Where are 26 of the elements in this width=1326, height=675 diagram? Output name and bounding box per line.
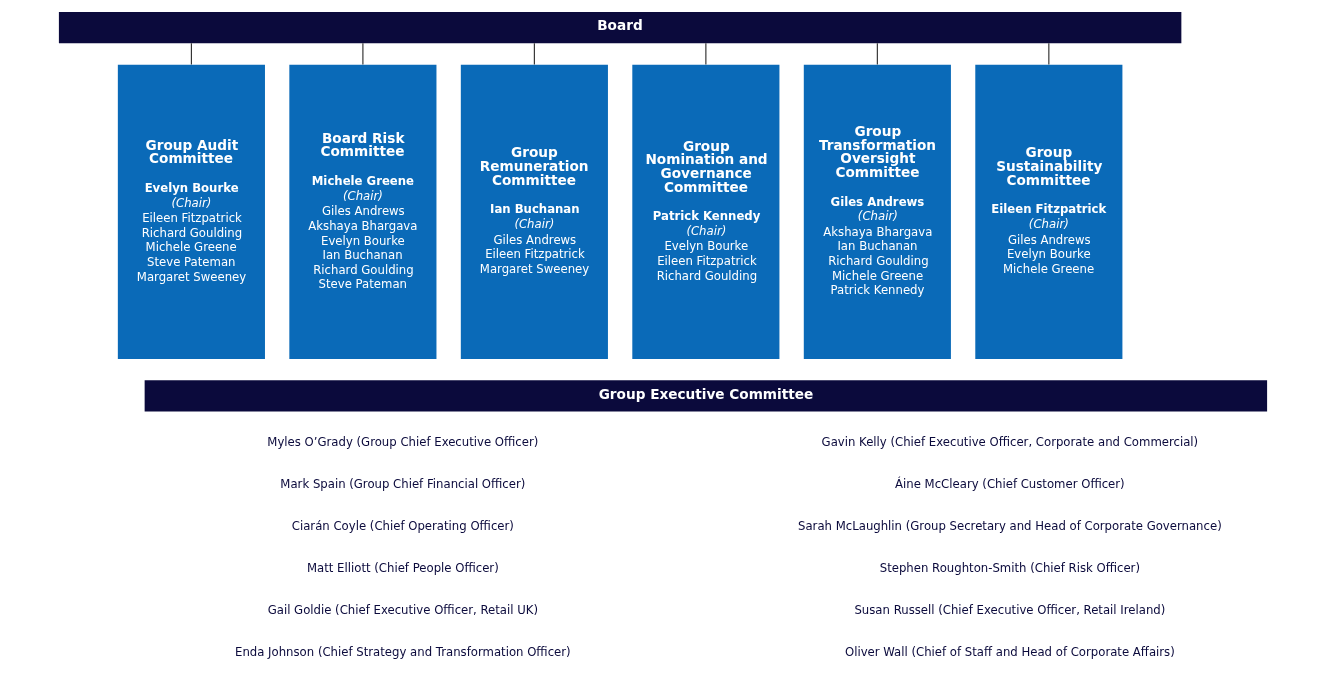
node-box: Group Audit Committee Evelyn Bourke (Chair) Eileen Fitzpatrick Richard Goulding Michele Greene Steve Pateman Margaret Sweeney	[117, 64, 265, 359]
label: Sarah McLaughlin (Group Secretary and Head of Corporate Governance)	[798, 519, 1222, 534]
connector	[1048, 42, 1050, 66]
label: Mark Spain (Group Chief Financial Officer)	[280, 477, 526, 492]
label: Enda Johnson (Chief Strategy and Transformation Officer)	[235, 644, 571, 659]
connector	[533, 42, 535, 66]
label: Susan Russell (Chief Executive Officer, Retail Ireland)	[854, 602, 1166, 617]
connector	[190, 42, 192, 66]
label: Gail Goldie (Chief Executive Officer, Retail UK)	[267, 602, 539, 617]
node-box: Group Nomination and Governance Committee Patrick Kennedy (Chair) Evelyn Bourke Eileen Fitzpatrick Richard Goulding	[632, 64, 780, 359]
label: Áine McCleary (Chief Customer Officer)	[895, 477, 1125, 492]
connector	[876, 42, 878, 66]
node-box: Group Sustainability Committee Eileen Fitzpatrick (Chair) Giles Andrews Evelyn Bourke Michele Greene	[975, 64, 1123, 359]
connector	[362, 42, 364, 66]
node-box: Group Transformation Oversight Committee Giles Andrews (Chair) Akshaya Bhargava Ian Buchanan Richard Goulding Michele Greene Patrick Kennedy	[803, 64, 951, 359]
label: Ciarán Coyle (Chief Operating Officer)	[291, 519, 514, 534]
label: Matt Elliott (Chief People Officer)	[306, 560, 499, 575]
label: Stephen Roughton-Smith (Chief Risk Officer)	[879, 560, 1140, 575]
node-box: Board Risk Committee Michele Greene (Chair) Giles Andrews Akshaya Bhargava Evelyn Bourke Ian Buchanan Richard Goulding Steve Pateman	[289, 64, 437, 359]
label: Oliver Wall (Chief of Staff and Head of Corporate Affairs)	[844, 644, 1175, 659]
label: Myles O’Grady (Group Chief Executive Officer)	[267, 435, 539, 450]
node-box: Board	[58, 12, 1182, 44]
node-box: Group Executive Committee	[144, 380, 1268, 412]
connector	[705, 42, 707, 66]
node-box: Group Remuneration Committee Ian Buchanan (Chair) Giles Andrews Eileen Fitzpatrick Margaret Sweeney	[460, 64, 608, 359]
label: Gavin Kelly (Chief Executive Officer, Corporate and Commercial)	[821, 435, 1199, 450]
